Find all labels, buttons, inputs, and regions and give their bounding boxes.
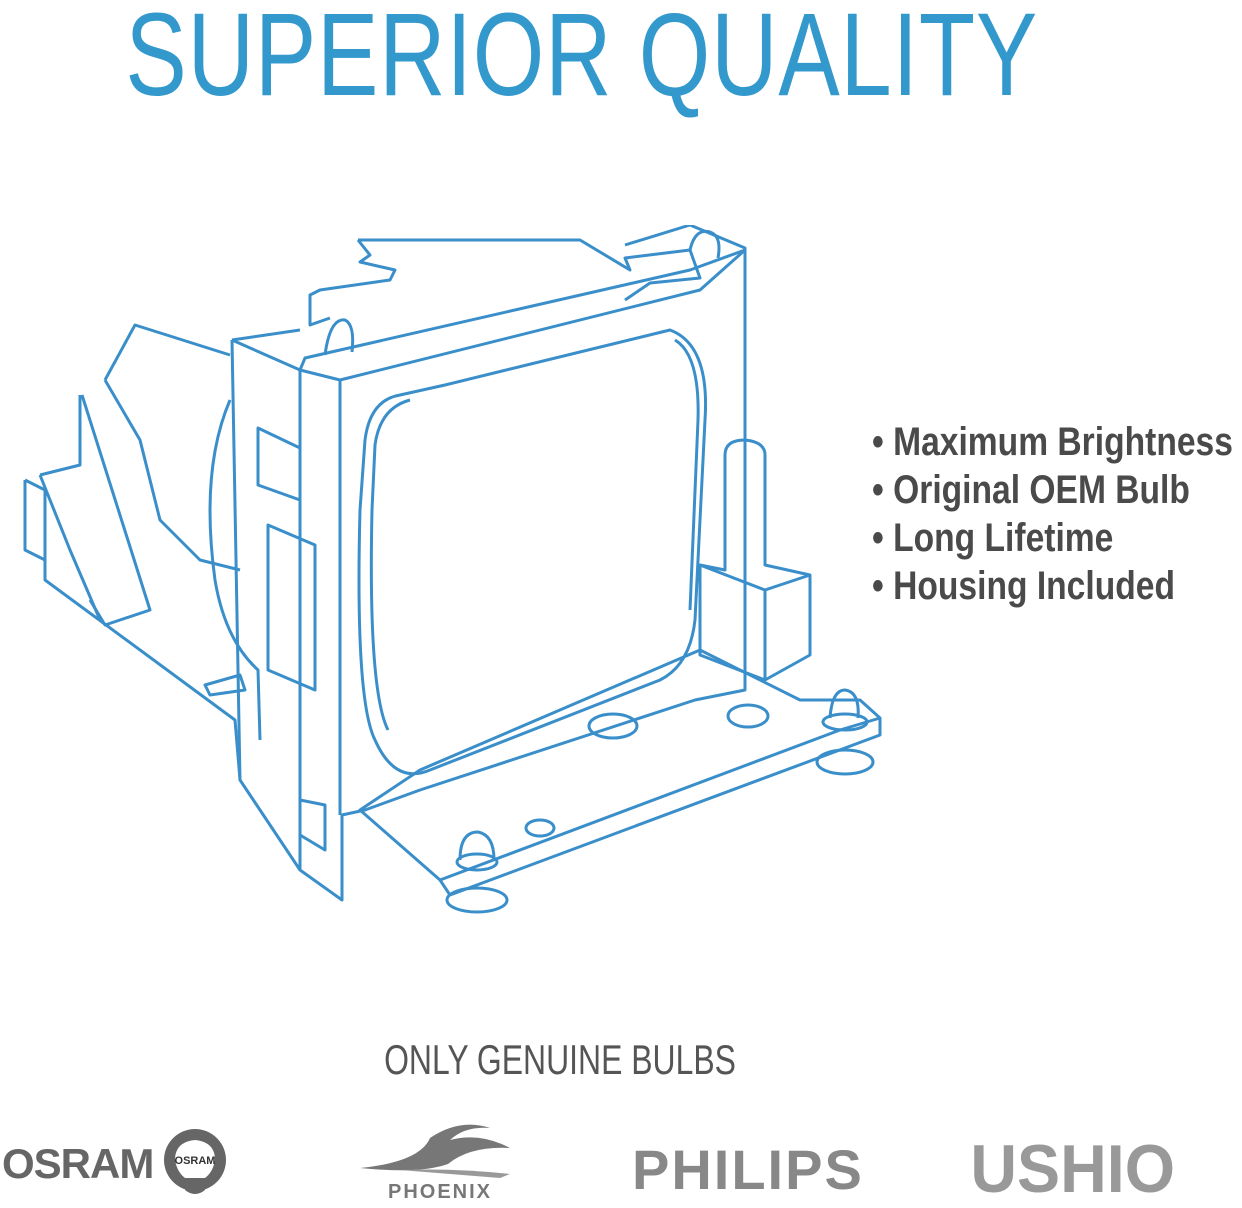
headline: SUPERIOR QUALITY [125,0,1039,121]
osram-badge-text: OSRAM [175,1155,216,1167]
phoenix-logo-text: PHOENIX [388,1181,492,1202]
feature-item: Housing Included [872,562,1233,610]
projector-lamp-housing-illustration [23,225,882,914]
ushio-logo-text: USHIO [970,1131,1175,1207]
genuine-bulbs-label: ONLY GENUINE BULBS [384,1036,736,1083]
feature-item: Maximum Brightness [872,418,1233,466]
osram-bulb-logo: OSRAM [164,1129,226,1194]
phoenix-swoosh-logo: PHOENIX [360,1124,510,1202]
osram-logo-text: OSRAM [2,1140,154,1187]
feature-item: Long Lifetime [872,514,1233,562]
philips-logo-text: PHILIPS [632,1138,864,1201]
feature-item: Original OEM Bulb [872,466,1233,514]
feature-list: Maximum Brightness Original OEM Bulb Lon… [872,418,1233,610]
